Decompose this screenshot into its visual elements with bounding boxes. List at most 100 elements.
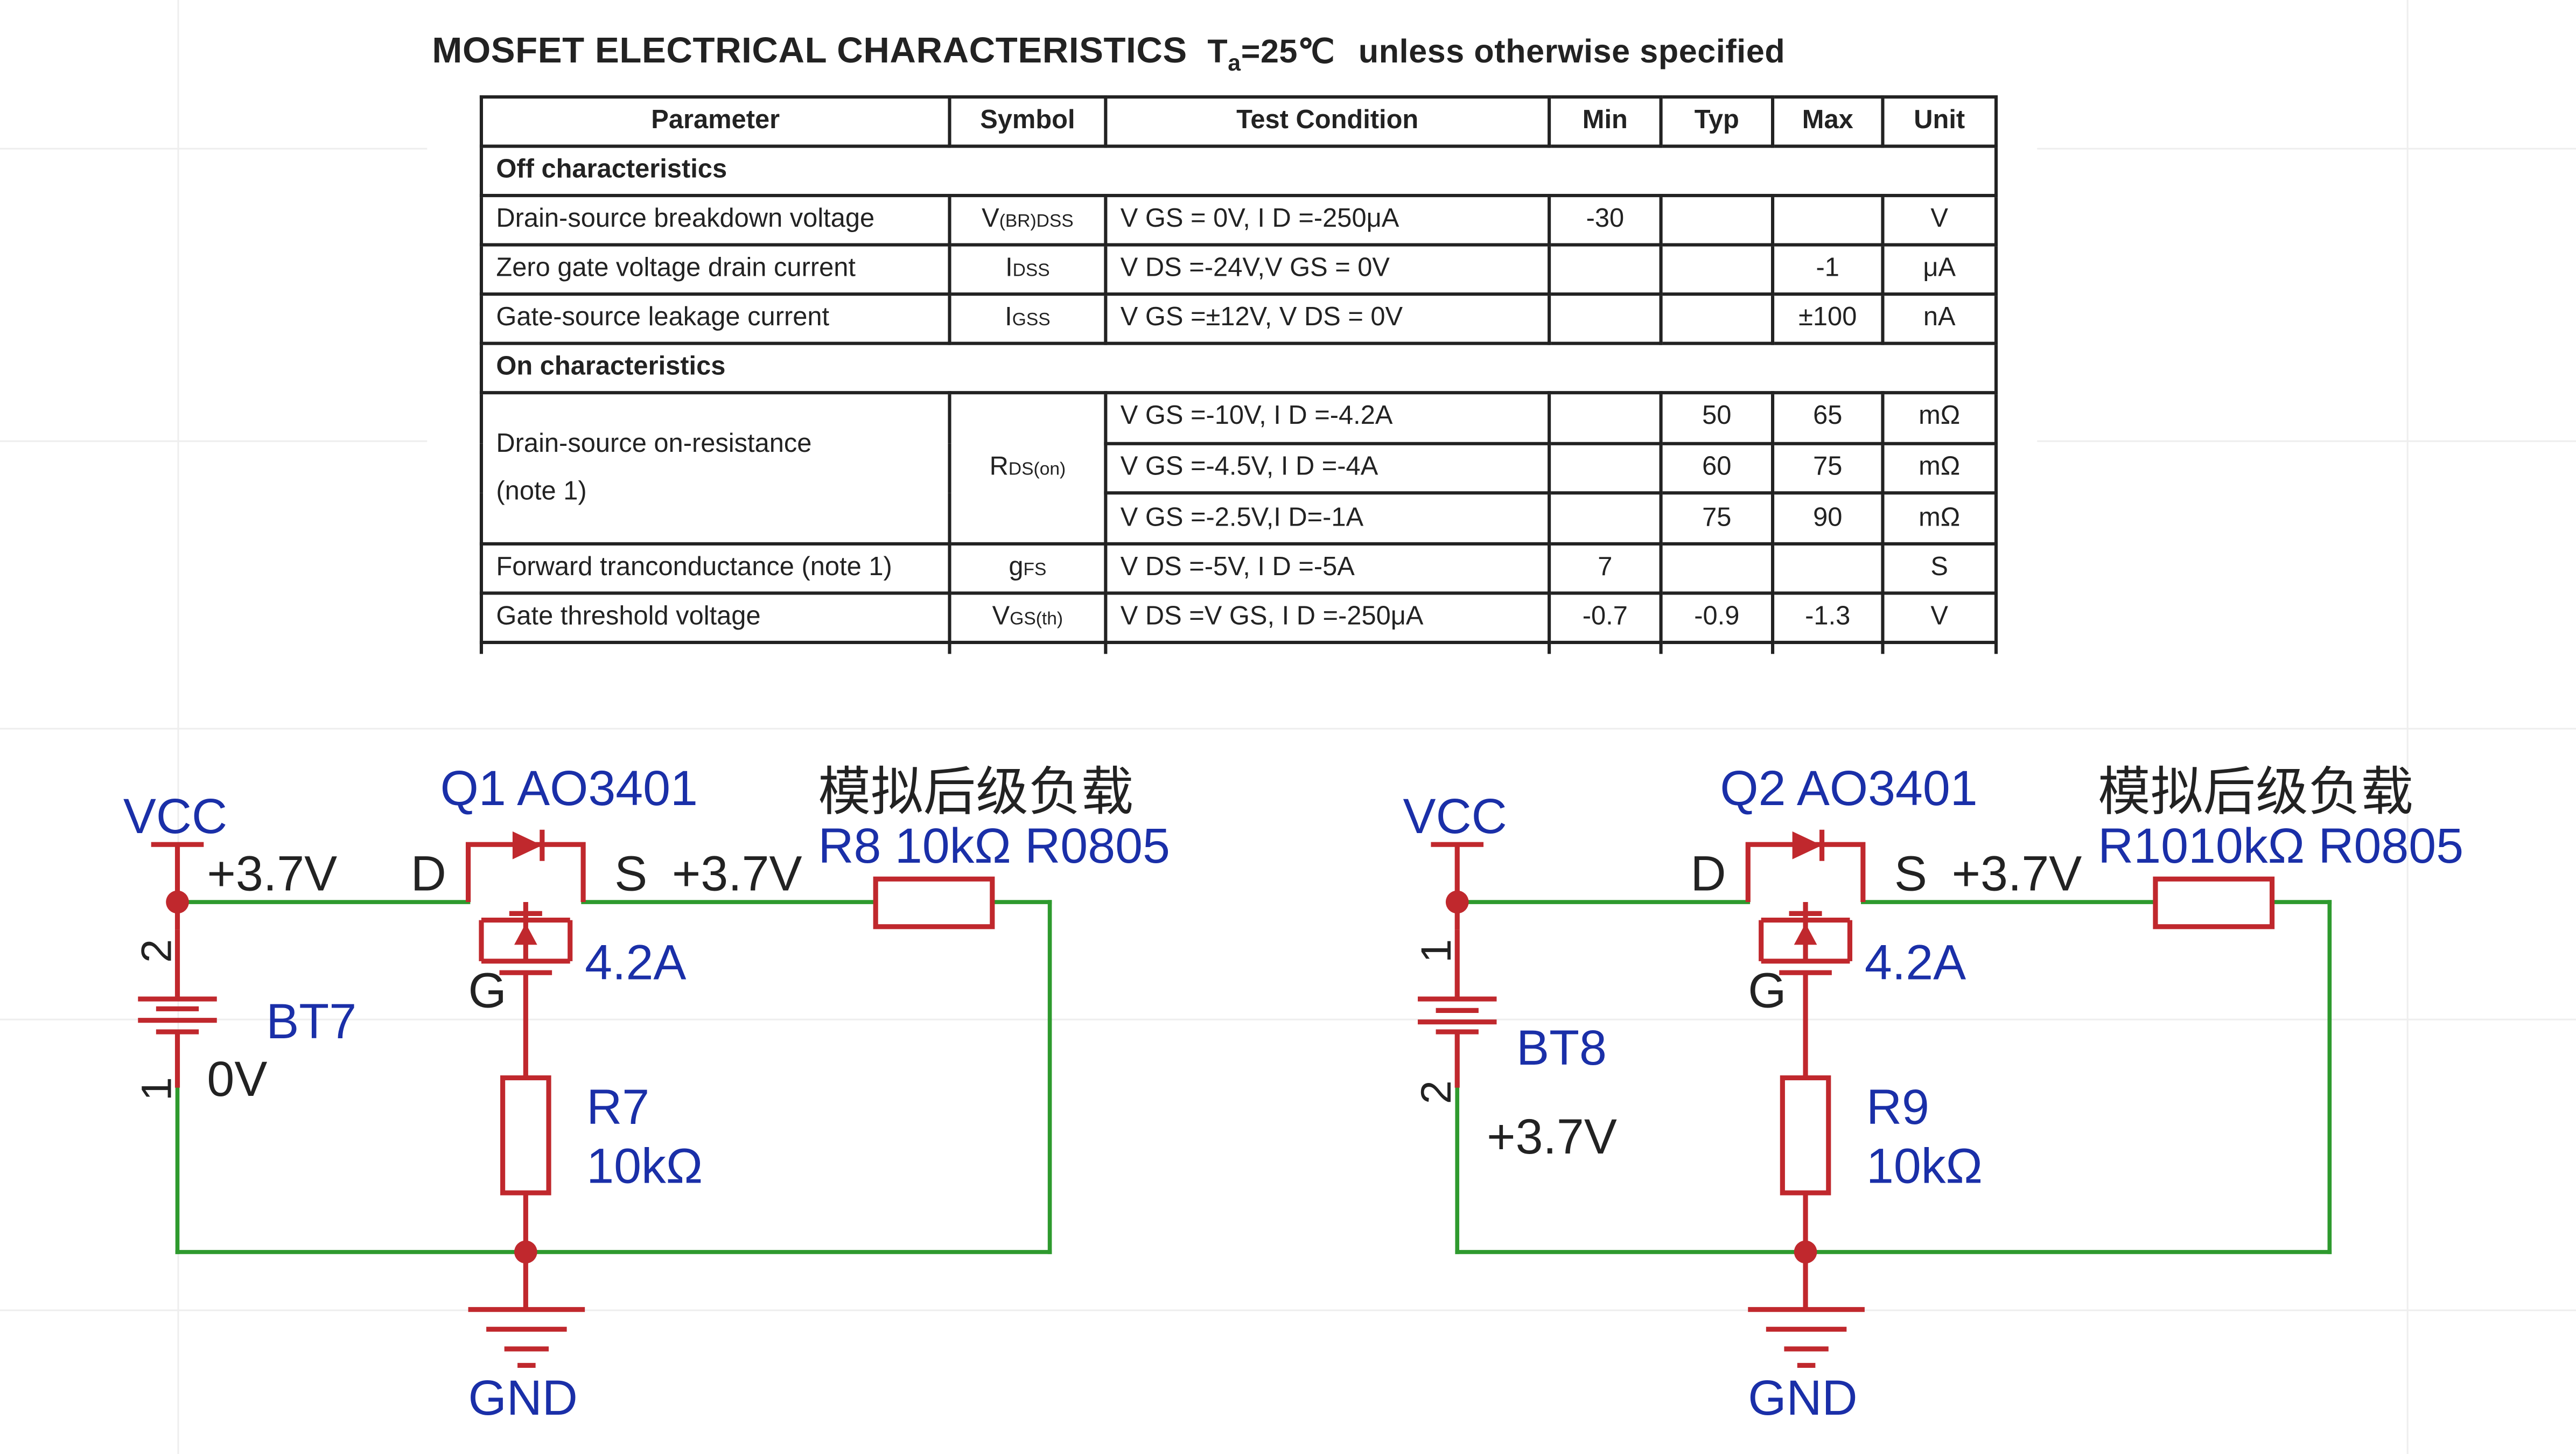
net-label-source: +3.7V — [1952, 847, 2082, 901]
table-header-row: Parameter Symbol Test Condition Min Typ … — [479, 95, 1998, 148]
load-label: 模拟后级负载 — [2098, 763, 2413, 821]
max-cell — [1771, 194, 1885, 247]
pin-g-label: G — [468, 963, 507, 1018]
symbol-cell: RDS(on) — [948, 391, 1108, 546]
symbol-cell: gFS — [948, 542, 1108, 595]
typ-cell — [1659, 243, 1775, 296]
condition-cell: V GS = 0V, I D =-250μA — [1104, 194, 1551, 247]
col-header: Typ — [1659, 95, 1775, 148]
grid-line — [2037, 148, 2576, 150]
param-cell: Forward tranconductance (note 1) — [479, 542, 951, 595]
spec-table: Parameter Symbol Test Condition Min Typ … — [479, 95, 1998, 654]
section-on: On characteristics — [479, 341, 1998, 395]
table-row: Zero gate voltage drain current IDSS V D… — [479, 243, 1998, 296]
condition-cell: V GS =±12V, V DS = 0V — [1104, 292, 1551, 345]
param-cell: Gate threshold voltage — [479, 591, 951, 644]
net-label-source: +3.7V — [672, 847, 802, 901]
max-cell: -1 — [1771, 243, 1885, 296]
battery-pin-bottom: 1 — [132, 1077, 180, 1101]
net-label-battery-bottom: +3.7V — [1487, 1109, 1617, 1164]
battery-pin-top: 1 — [1412, 939, 1460, 963]
condition-cell: V DS =V GS, I D =-250μA — [1104, 591, 1551, 644]
symbol-cell: VGS(th) — [948, 591, 1108, 644]
col-header: Parameter — [479, 95, 951, 148]
gate-resistor-value: 10kΩ — [586, 1139, 703, 1194]
net-label-battery: +3.7V — [207, 847, 337, 901]
mosfet-label: Q2 AO3401 — [1720, 761, 1977, 816]
unit-cell: mΩ — [1881, 441, 1998, 495]
battery-pin-bottom: 2 — [1412, 1080, 1460, 1104]
load-label: 模拟后级负载 — [818, 763, 1133, 821]
battery-pin-top: 2 — [132, 939, 180, 963]
mosfet-label: Q1 AO3401 — [440, 761, 698, 816]
typ-cell: -0.9 — [1659, 591, 1775, 644]
param-cell: Drain-source on-resistance(note 1) — [479, 391, 951, 546]
col-header: Test Condition — [1104, 95, 1551, 148]
typ-cell: 75 — [1659, 492, 1775, 546]
battery-bt7-symbol — [138, 999, 216, 1032]
table-row: Gate threshold voltage VGS(th) V DS =V G… — [479, 591, 1998, 644]
typ-cell — [1659, 194, 1775, 247]
grid-line — [0, 728, 2576, 730]
current-label: 4.2A — [1865, 935, 1966, 990]
grid-line — [2037, 440, 2576, 442]
grid-line — [2406, 0, 2409, 1454]
unit-cell: μA — [1881, 243, 1998, 296]
table-row: V GS =-2.5V,I D=-1A 75 90 mΩ — [481, 492, 1998, 546]
param-cell: Gate-source leakage current — [479, 292, 951, 345]
symbol-cell: IDSS — [948, 243, 1108, 296]
pin-s-label: S — [614, 847, 647, 901]
symbol-cell: IGSS — [948, 292, 1108, 345]
max-cell: 75 — [1771, 441, 1885, 495]
gate-resistor-name: R9 — [1866, 1080, 1929, 1135]
param-cell: Zero gate voltage drain current — [479, 243, 951, 296]
grid-line — [0, 1018, 2576, 1020]
grid-line — [0, 1309, 2576, 1311]
typ-cell: 60 — [1659, 441, 1775, 495]
gnd-label: GND — [468, 1371, 578, 1425]
min-cell: -30 — [1548, 194, 1663, 247]
battery-name: BT7 — [266, 994, 356, 1049]
pin-g-label: G — [1748, 963, 1786, 1018]
load-resistor-label: R8 10kΩ R0805 — [818, 819, 1170, 873]
load-resistor-label: R1010kΩ R0805 — [2098, 819, 2463, 873]
vcc-label: VCC — [1403, 789, 1507, 844]
battery-bt8-symbol — [1418, 999, 1496, 1032]
grid-line — [0, 440, 428, 442]
min-cell — [1548, 391, 1663, 445]
max-cell — [1771, 542, 1885, 595]
table-row: Drain-source on-resistance(note 1) RDS(o… — [479, 391, 1998, 546]
typ-cell — [1659, 542, 1775, 595]
battery-name: BT8 — [1516, 1020, 1607, 1075]
vcc-label: VCC — [123, 789, 227, 844]
circuit-2: VCC Q2 AO3401 模拟后级负载 D S G +3.7V R1010kΩ… — [1403, 761, 2464, 1425]
max-cell: 65 — [1771, 391, 1885, 445]
pin-d-label: D — [411, 847, 446, 901]
gate-resistor-value: 10kΩ — [1866, 1139, 1983, 1194]
net-label-battery-bottom: 0V — [207, 1052, 267, 1107]
current-label: 4.2A — [585, 935, 686, 990]
unit-cell: mΩ — [1881, 391, 1998, 445]
condition-text: unless otherwise specified — [1358, 34, 1786, 71]
min-cell: -0.7 — [1548, 591, 1663, 644]
min-cell — [1548, 292, 1663, 345]
condition-cell: V GS =-2.5V,I D=-1A — [1104, 492, 1551, 546]
max-cell: 90 — [1771, 492, 1885, 546]
title-text: MOSFET ELECTRICAL CHARACTERISTICS — [432, 29, 1187, 71]
gate-resistor-name: R7 — [586, 1080, 649, 1135]
unit-cell: mΩ — [1881, 492, 1998, 546]
col-header: Symbol — [948, 95, 1108, 148]
circuit-1: VCC +3.7V Q1 AO3401 模拟后级负载 D S G +3.7V R… — [123, 761, 1170, 1425]
min-cell — [1548, 492, 1663, 546]
unit-cell: V — [1881, 194, 1998, 247]
unit-cell: S — [1881, 542, 1998, 595]
pin-s-label: S — [1894, 847, 1927, 901]
condition-cell: V DS =-24V,V GS = 0V — [1104, 243, 1551, 296]
col-header: Max — [1771, 95, 1885, 148]
col-header: Unit — [1881, 95, 1998, 148]
gnd-label: GND — [1748, 1371, 1857, 1425]
min-cell — [1548, 441, 1663, 495]
typ-cell — [1659, 292, 1775, 345]
condition-cell: V DS =-5V, I D =-5A — [1104, 542, 1551, 595]
